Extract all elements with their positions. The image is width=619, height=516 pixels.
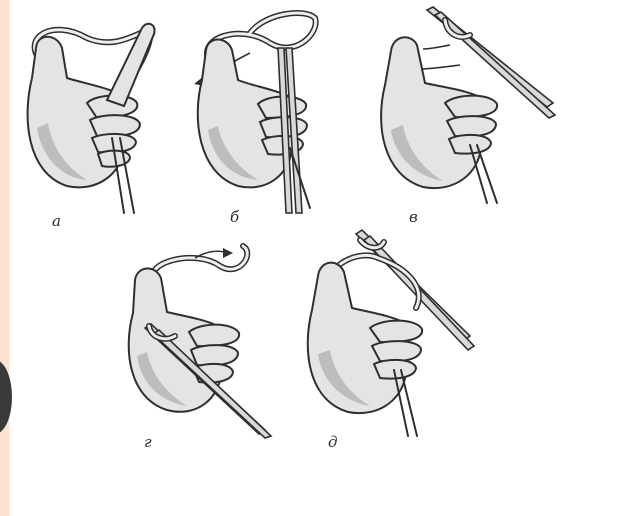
caption-d: д: [328, 433, 338, 451]
caption-g: г: [144, 433, 152, 451]
hand-illustration-b: [180, 8, 340, 213]
figure-g: [115, 238, 275, 442]
caption-v: в: [409, 208, 418, 226]
figure-d: [298, 228, 478, 442]
left-edge-strip: [0, 0, 9, 516]
figure-b: [180, 8, 340, 217]
hand-illustration-a: [12, 8, 172, 213]
caption-b: б: [230, 208, 239, 226]
hand-illustration-d: [298, 228, 478, 438]
hand-illustration-v: [375, 5, 555, 205]
caption-a: а: [52, 212, 61, 230]
hand-illustration-g: [115, 238, 275, 438]
figure-a: [12, 8, 172, 217]
figure-v: [375, 5, 555, 209]
left-edge-dark-shape: [0, 360, 12, 434]
